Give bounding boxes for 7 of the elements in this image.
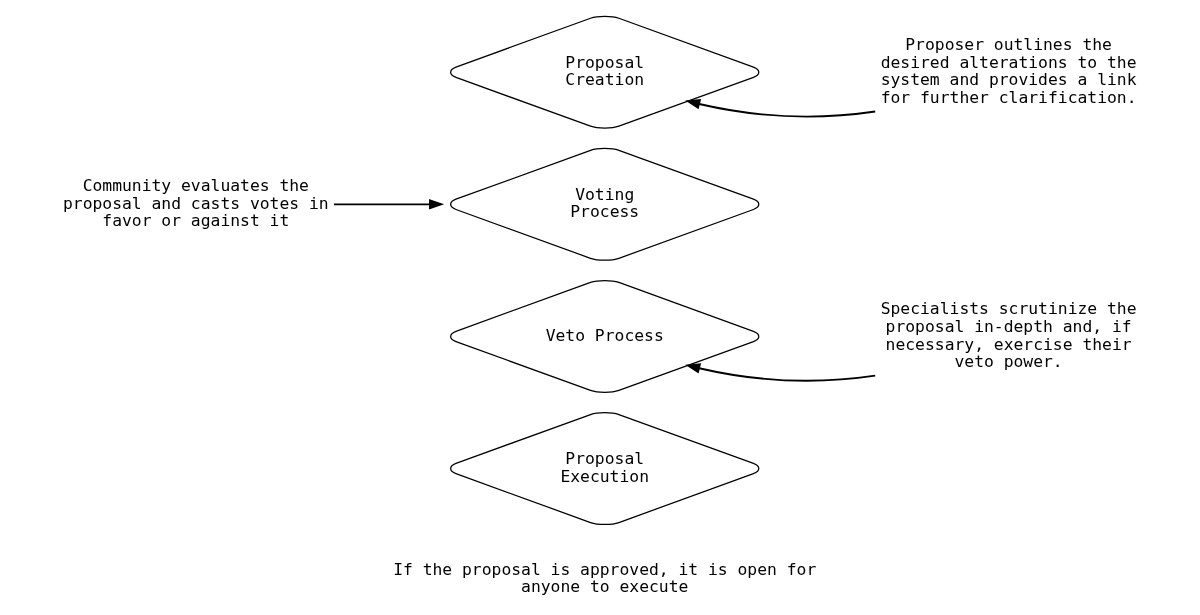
- node-text: Specialists scrutinize the proposal in-depth and, if necessary, exercise their veto power.: [880, 299, 1137, 372]
- arrow: [685, 99, 877, 118]
- node-text: Proposer outlines the desired alterations to the system and provides a link for further clarification.: [880, 35, 1137, 107]
- arrow: [333, 199, 445, 210]
- arrow: [685, 363, 877, 382]
- label: If the proposal is approved, it is open for anyone to execute: [393, 559, 817, 597]
- node-text: Community evaluates the proposal and casts votes in favor or against it: [62, 175, 329, 231]
